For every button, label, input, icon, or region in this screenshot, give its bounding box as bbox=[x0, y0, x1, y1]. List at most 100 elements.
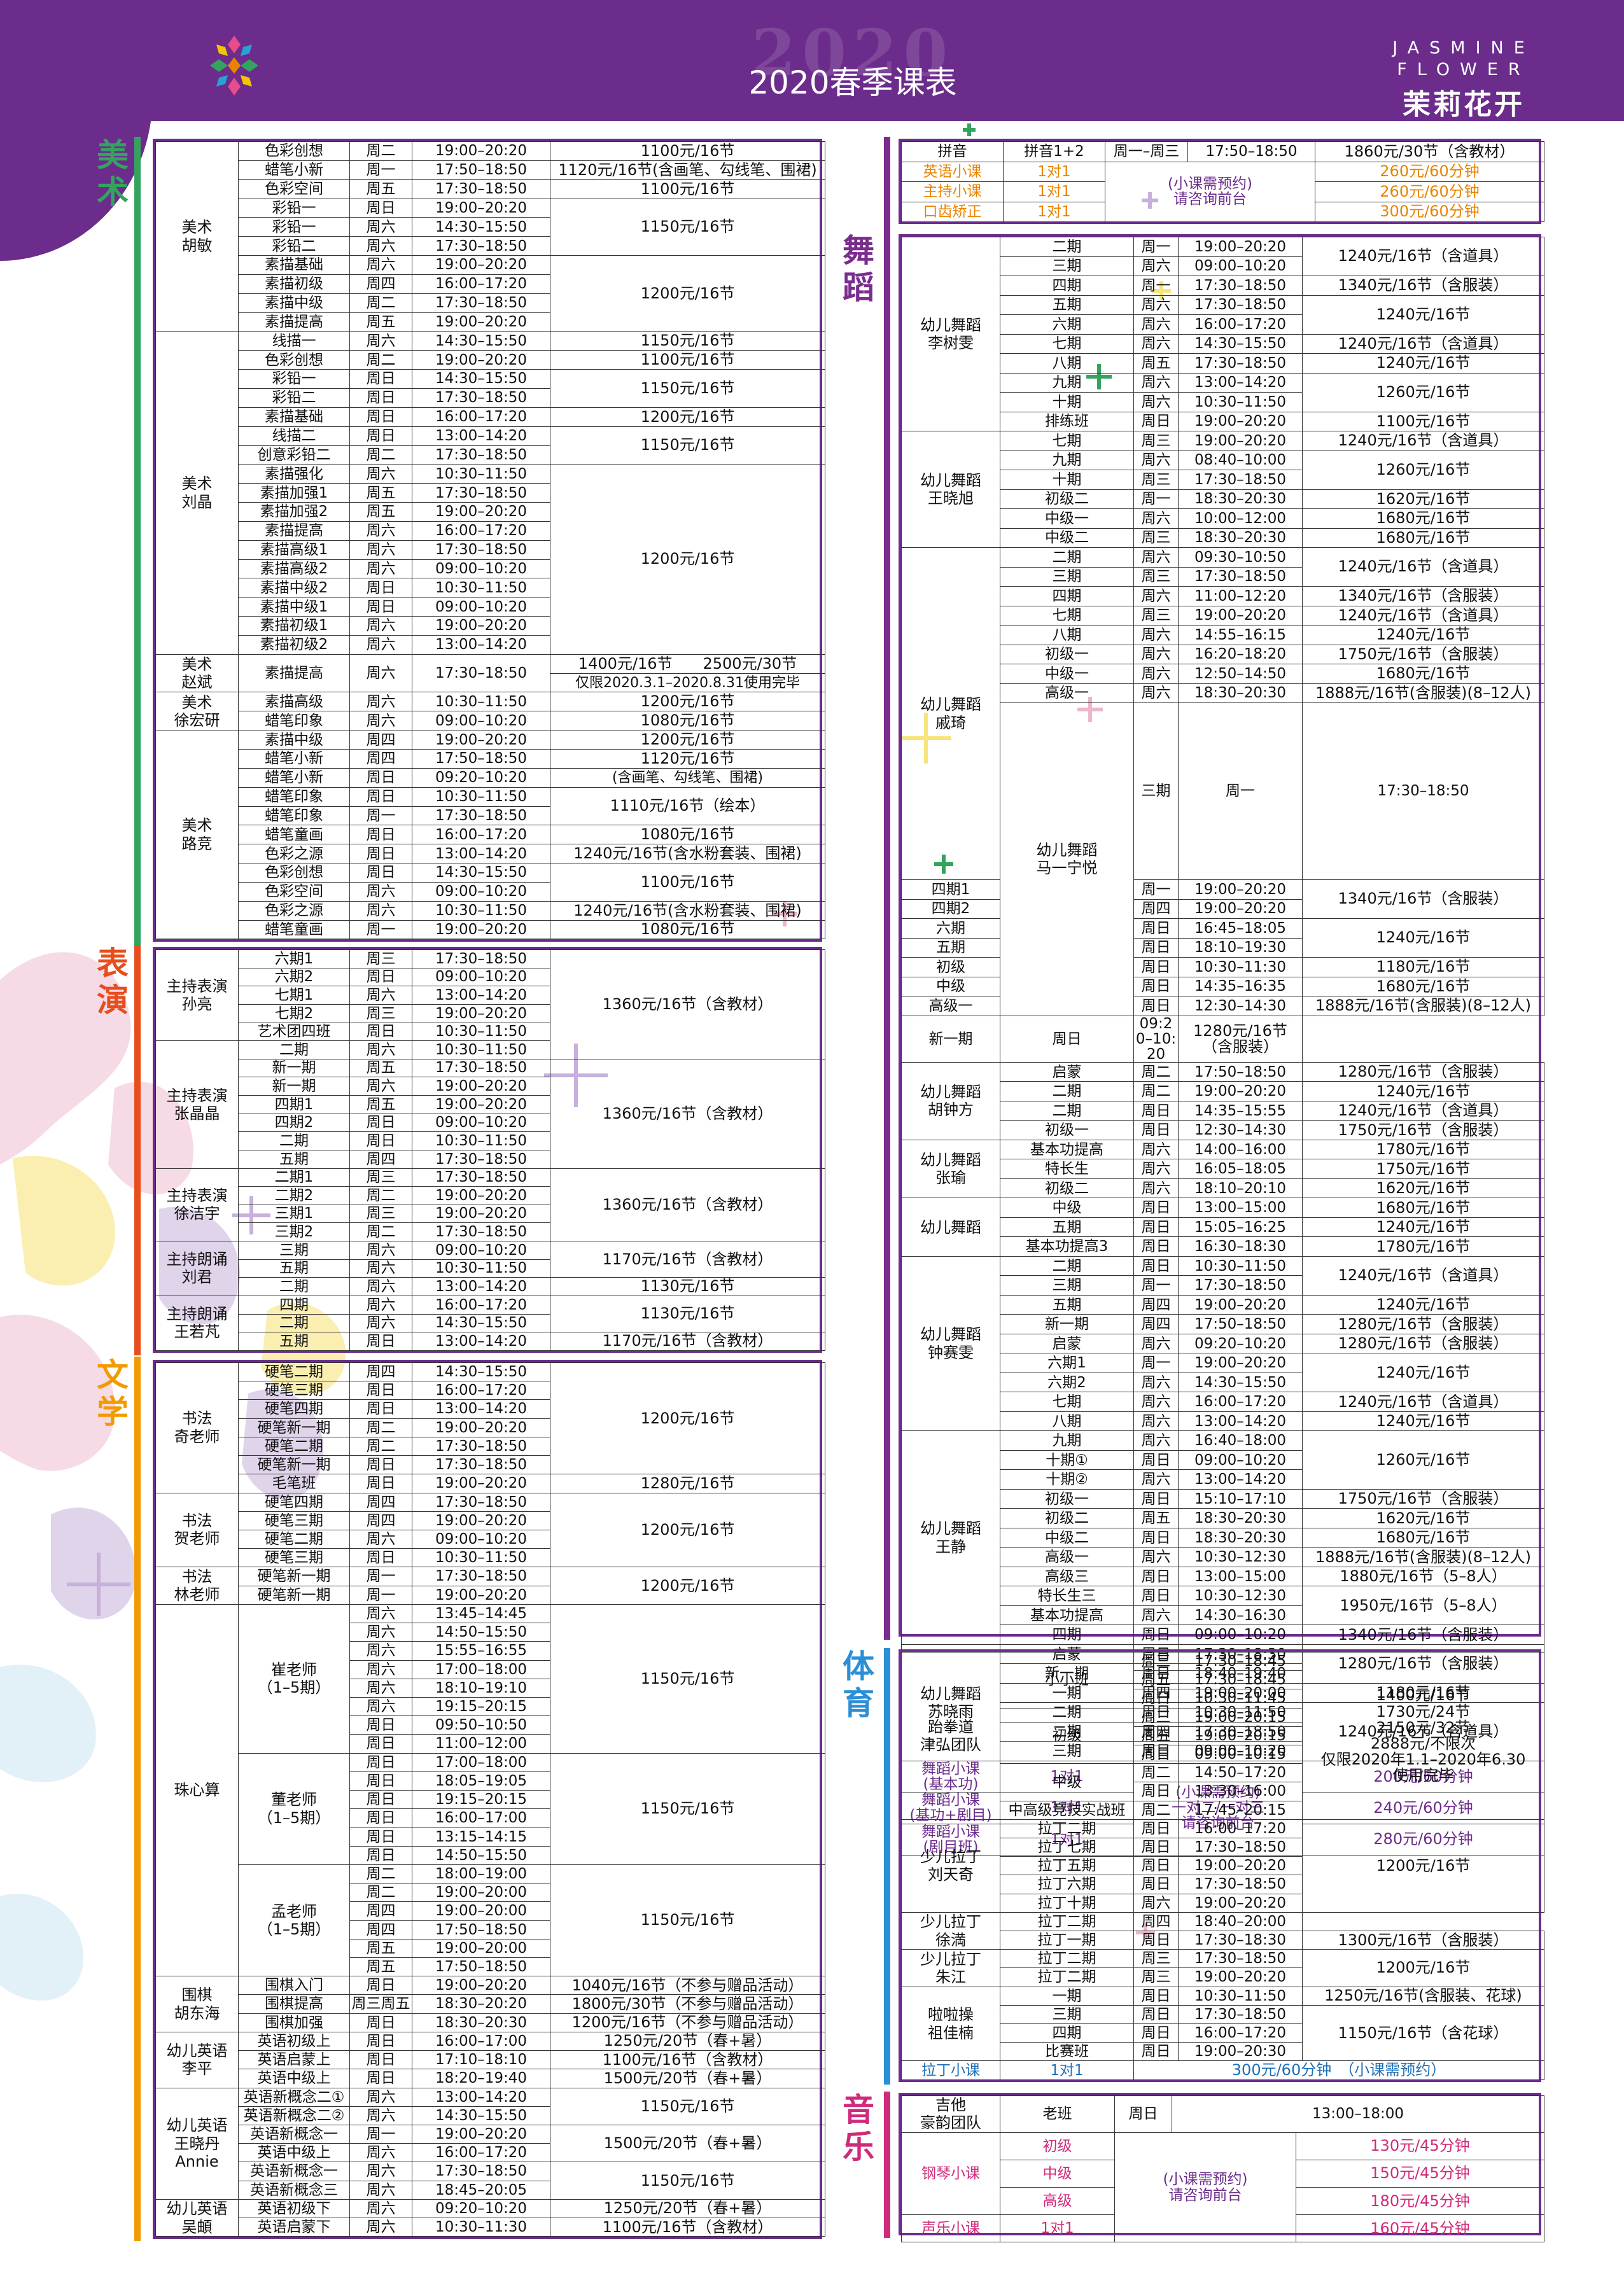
table-cell: 12:50–14:50 bbox=[1178, 664, 1303, 684]
table-cell: 17:30–18:50 bbox=[412, 1058, 550, 1078]
table-cell: 十期 bbox=[1000, 470, 1134, 490]
table-cell: 基本功提高3 bbox=[1000, 1236, 1134, 1257]
table-cell: 17:30–18:50 bbox=[1178, 2004, 1303, 2025]
table-cell: 1800元/30节（不参与赠品活动） bbox=[550, 1994, 825, 2014]
table-cell: 1100元/16节 bbox=[550, 179, 825, 199]
table-cell: 周六 bbox=[349, 255, 412, 275]
table-cell: 17:30–18:50 bbox=[412, 179, 550, 199]
table-cell: 一期 bbox=[1000, 1986, 1134, 2006]
table-cell: 周日 bbox=[349, 1113, 412, 1133]
table-cell: 线描一 bbox=[238, 331, 350, 351]
table-cell: 09:00–10:20 bbox=[412, 1241, 550, 1260]
table-cell: 17:30–18:50 bbox=[412, 483, 550, 503]
table-cell: 周日 bbox=[349, 1771, 412, 1791]
table-cell: 11:00–12:20 bbox=[1178, 586, 1303, 606]
table-cell: 18:30–20:20 bbox=[412, 1994, 550, 2014]
table-cell: 基本功提高 bbox=[1000, 1605, 1134, 1626]
table-cell: 周二 bbox=[349, 445, 412, 465]
table-cell: 周四 bbox=[349, 1492, 412, 1512]
table-cell: 启蒙 bbox=[1000, 1061, 1134, 1082]
table-cell: 17:50–18:50 bbox=[412, 1957, 550, 1977]
table-cell: 四期 bbox=[1000, 1625, 1134, 1645]
table-cell: 周三 bbox=[1133, 1707, 1179, 1727]
table-cell: 17:30–18:50 bbox=[1178, 353, 1303, 374]
table-cell: 17:30–18:50 bbox=[412, 293, 550, 313]
table-cell: 二期1 bbox=[238, 1168, 350, 1187]
table-cell: 幼儿舞蹈 李树雯 bbox=[901, 237, 1000, 431]
table-cell: 19:00–20:20 bbox=[1178, 879, 1303, 900]
table-cell: 幼儿舞蹈 戚琦 bbox=[901, 547, 1000, 881]
table-cell: 1240元/16节（含道具） bbox=[1302, 431, 1544, 451]
table-cell: 1250元/16节(含服装、花球) bbox=[1302, 1986, 1544, 2006]
table-cell: 蜡笔童画 bbox=[238, 825, 350, 845]
table-cell: 09:00–10:20 bbox=[412, 559, 550, 579]
table-cell: 周一 bbox=[1133, 879, 1179, 900]
table-cell: 周二 bbox=[1133, 1800, 1179, 1820]
table-cell: 英语小课 bbox=[901, 161, 1004, 182]
table-cell: 14:30–15:50 bbox=[412, 2106, 550, 2125]
table-cell: 1200元/16节 bbox=[1302, 1819, 1544, 1913]
table-cell: 17:30–18:50 bbox=[412, 236, 550, 256]
table-cell: 周六 bbox=[349, 2180, 412, 2200]
table-cell: 素描基础 bbox=[238, 255, 350, 275]
table-cell: 五期 bbox=[238, 1149, 350, 1169]
table-cell: 拉丁十期 bbox=[1000, 1893, 1134, 1913]
table-cell: 素描中级2 bbox=[238, 578, 350, 598]
table-cell: 19:00–20:20 bbox=[412, 198, 550, 218]
table-cell: 1100元/16节 bbox=[1302, 411, 1544, 431]
table-cell: 1150元/16节 bbox=[550, 426, 825, 465]
table-cell: 周日 bbox=[1133, 1450, 1179, 1471]
table-cell: 周四 bbox=[349, 274, 412, 294]
table-cell: 四期1 bbox=[238, 1095, 350, 1114]
table-cell: 周一 bbox=[1133, 1275, 1179, 1296]
table-cell: 英语中级上 bbox=[238, 2143, 350, 2163]
table-cell: 周日 bbox=[1133, 1120, 1179, 1140]
table-cell: 周日 bbox=[1133, 1566, 1179, 1587]
category-label-performance: 表 演 bbox=[97, 945, 129, 1019]
table-cell: 周六 bbox=[349, 2218, 412, 2237]
table-cell: 19:00–20:20 bbox=[412, 1474, 550, 1493]
table-cell: 13:00–15:00 bbox=[1178, 1566, 1303, 1587]
table-cell: 1080元/16节 bbox=[550, 825, 825, 845]
table-cell: 周六 bbox=[1133, 1893, 1179, 1913]
table-cell: 周日 bbox=[349, 426, 412, 446]
table-cell: 09:00–10:20 bbox=[1178, 1450, 1303, 1471]
table-cell: 09:00–10:20 bbox=[412, 967, 550, 987]
table-cell: 1680元/16节 bbox=[1302, 1198, 1544, 1218]
table-cell: 1150元/16节 bbox=[550, 1864, 825, 1977]
table-cell: 周六 bbox=[349, 1313, 412, 1333]
table-cell: 18:40–20:00 bbox=[1178, 1911, 1303, 1932]
table-cell: 1400元/16节 1730元/24节 2150元/32节 2888元/不限次 … bbox=[1302, 1652, 1544, 1820]
table-cell: 钢琴小课 bbox=[901, 2132, 1000, 2216]
table-cell: 周三 bbox=[349, 1003, 412, 1023]
category-label-dance: 舞 蹈 bbox=[843, 232, 874, 306]
table-cell: 彩铅二 bbox=[238, 236, 350, 256]
table-cell: 17:30–18:50 bbox=[1178, 276, 1303, 296]
